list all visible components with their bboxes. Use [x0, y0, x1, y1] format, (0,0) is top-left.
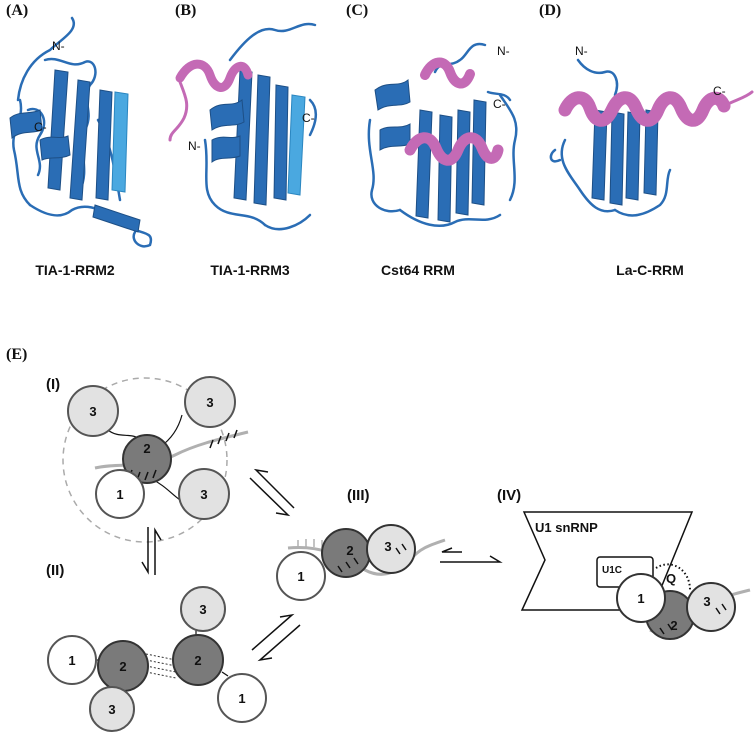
strands-cst64-rrm	[374, 79, 487, 223]
c-term-label-d: C-	[713, 84, 726, 98]
strands-tia1-rrm3	[209, 69, 306, 206]
strands-tia1-rrm2	[9, 69, 141, 233]
domain-1-iii	[276, 551, 326, 601]
domain-1-iv	[616, 573, 666, 623]
domain-3-iv	[686, 582, 736, 632]
helix-la-c-rrm	[558, 90, 754, 127]
state-label-ii: (II)	[46, 562, 64, 579]
domain-1-ii-left	[47, 635, 97, 685]
domain-3-label: 3	[89, 404, 96, 419]
state-label-iii: (III)	[347, 487, 370, 504]
n-term-label-c: N-	[497, 44, 510, 58]
q-label: Q	[666, 571, 676, 586]
domain-3-label: 3	[199, 602, 206, 617]
panel-label-b: (B)	[175, 2, 197, 19]
domain-2-label: 2	[670, 618, 677, 633]
dashed-boundary	[62, 377, 228, 543]
u1-snrnp-label: U1 snRNP	[535, 520, 598, 535]
domain-3-label: 3	[703, 594, 710, 609]
domain-1-label: 1	[68, 653, 75, 668]
rna-bases-iii	[297, 539, 323, 548]
n-term-label-a: N-	[52, 39, 65, 53]
equilibrium-i-iii	[249, 468, 295, 517]
dimer-interface	[145, 653, 177, 679]
structure-tia1-rrm3	[203, 22, 317, 231]
n-term-label-d: N-	[575, 44, 588, 58]
equilibrium-i-ii	[141, 527, 162, 575]
domain-2-ii-right	[172, 634, 224, 686]
state-label-i: (I)	[46, 376, 60, 393]
domain-2-label: 2	[143, 441, 150, 456]
domain-3-top-left	[67, 385, 119, 437]
domain-3-top-right	[184, 376, 236, 428]
state-label-iv: (IV)	[497, 487, 521, 504]
equilibrium-ii-iii	[251, 613, 301, 662]
domain-1-label: 1	[116, 487, 123, 502]
domain-3-label: 3	[108, 702, 115, 717]
panel-label-a: (A)	[6, 2, 29, 19]
domain-1-label: 1	[637, 591, 644, 606]
caption-cst64-rrm: Cst64 RRM	[381, 262, 455, 278]
c-term-label-c: C-	[493, 97, 506, 111]
caption-la-c-rrm: La-C-RRM	[616, 262, 684, 278]
rna-bases-i	[209, 429, 238, 449]
caption-tia1-rrm3: TIA-1-RRM3	[210, 262, 290, 278]
helix-tia1-rrm3	[168, 59, 253, 142]
strands-la-c-rrm	[591, 109, 659, 206]
panel-label-d: (D)	[539, 2, 562, 19]
structure-la-c-rrm	[549, 58, 672, 217]
u1c-label: U1C	[602, 565, 622, 576]
domain-3-ii-right	[180, 586, 226, 632]
domain-3-bottom	[178, 468, 230, 520]
q-linker	[655, 563, 691, 591]
c-term-label-a: C-	[34, 120, 47, 134]
domain-1-label: 1	[238, 691, 245, 706]
domain-1-label: 1	[297, 569, 304, 584]
n-term-label-b: N-	[188, 139, 201, 153]
equilibrium-iii-iv	[440, 547, 503, 563]
helices-cst64-rrm	[404, 57, 504, 166]
panel-label-e: (E)	[6, 346, 28, 363]
domain-1-free	[95, 469, 145, 519]
panel-label-c: (C)	[346, 2, 369, 19]
domain-3-label: 3	[206, 395, 213, 410]
caption-tia1-rrm2: TIA-1-RRM2	[35, 262, 115, 278]
c-term-label-b: C-	[302, 111, 315, 125]
rna-contacts-iv	[659, 603, 727, 635]
domain-3-label: 3	[200, 487, 207, 502]
domain-3-ii-left	[89, 686, 135, 732]
domain-2-label: 2	[346, 543, 353, 558]
domain-3-iii	[366, 524, 416, 574]
domain-1-ii-right	[217, 673, 267, 723]
domain-2-label: 2	[119, 659, 126, 674]
domain-2-label: 2	[194, 653, 201, 668]
domain-2-bound	[122, 434, 172, 484]
domain-3-label: 3	[384, 539, 391, 554]
rna-contacts-iii	[337, 543, 407, 573]
